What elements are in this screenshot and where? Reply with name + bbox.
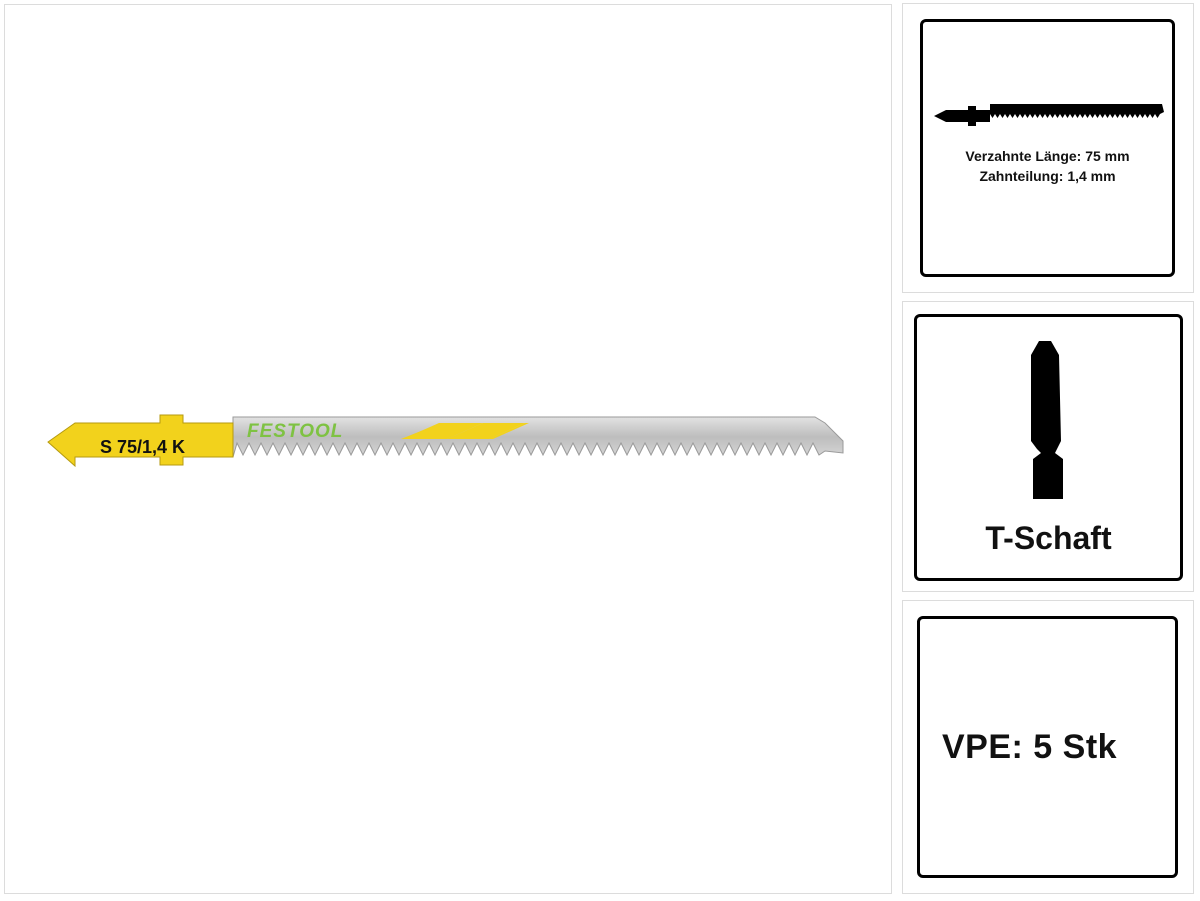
brand-logo-text: FESTOOL — [247, 421, 343, 442]
spec-card-packaging: VPE: 5 Stk — [917, 616, 1178, 878]
spec-panel-length: Verzahnte Länge: 75 mm Zahnteilung: 1,4 … — [902, 3, 1194, 293]
product-image-panel: S 75/1,4 K FESTOOL — [4, 4, 892, 894]
spec-panel-shank: T-Schaft — [902, 301, 1194, 592]
t-shank-icon — [1031, 341, 1063, 499]
shank-type-text: T-Schaft — [985, 520, 1112, 556]
blade-shank — [47, 414, 234, 468]
blade-label: S 75/1,4 K — [100, 437, 185, 457]
toothed-length-text: Verzahnte Länge: 75 mm — [965, 148, 1130, 164]
jigsaw-blade-image: S 75/1,4 K FESTOOL — [47, 414, 844, 468]
spec-panel-packaging: VPE: 5 Stk — [902, 600, 1194, 894]
blade-stripes — [401, 423, 529, 439]
spec-card-length: Verzahnte Länge: 75 mm Zahnteilung: 1,4 … — [920, 19, 1175, 277]
blade-outline-icon — [934, 104, 1164, 126]
spec-card-shank: T-Schaft — [914, 314, 1183, 581]
tooth-pitch-text: Zahnteilung: 1,4 mm — [979, 168, 1116, 184]
packaging-unit-text: VPE: 5 Stk — [942, 728, 1118, 766]
blade-body — [232, 416, 844, 458]
